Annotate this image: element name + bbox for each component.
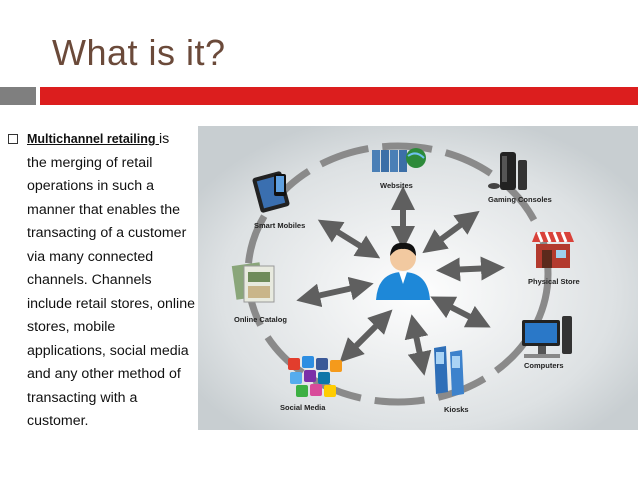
label-physical-store: Physical Store: [528, 277, 580, 286]
channel-ring: [244, 142, 552, 406]
social-media-icons: [288, 356, 342, 397]
label-smart-mobiles: Smart Mobiles: [254, 221, 305, 230]
catalog-icon: [231, 262, 275, 303]
title-underline-gray: [0, 87, 36, 105]
body-term: Multichannel retailing: [27, 132, 159, 146]
label-gaming-consoles: Gaming Consoles: [488, 195, 552, 204]
body-is: is: [158, 131, 170, 147]
store-front-icon: [532, 231, 574, 268]
kiosk-icon: [434, 346, 464, 396]
gaming-console-icon: [488, 152, 527, 190]
body-rest: the merging of retail operations in such…: [27, 154, 195, 430]
label-websites: Websites: [380, 181, 413, 190]
label-computers: Computers: [524, 361, 564, 370]
bullet-square: [8, 134, 18, 144]
body-paragraph: Multichannel retailing is the merging of …: [27, 128, 197, 434]
customer-avatar-icon: [376, 242, 430, 300]
slide-title: What is it?: [52, 32, 226, 73]
label-kiosks: Kiosks: [444, 405, 469, 414]
desktop-computer-icon: [522, 316, 572, 358]
title-underline-red: [40, 87, 638, 105]
channel-arrows: [296, 186, 505, 376]
label-online-catalog: Online Catalog: [234, 315, 287, 324]
label-social-media: Social Media: [280, 403, 326, 412]
multichannel-diagram: Websites Gaming Consoles Smart Mobiles P…: [198, 126, 638, 430]
server-globe-icon: [372, 148, 426, 172]
tablet-phone-icon: [252, 171, 290, 213]
